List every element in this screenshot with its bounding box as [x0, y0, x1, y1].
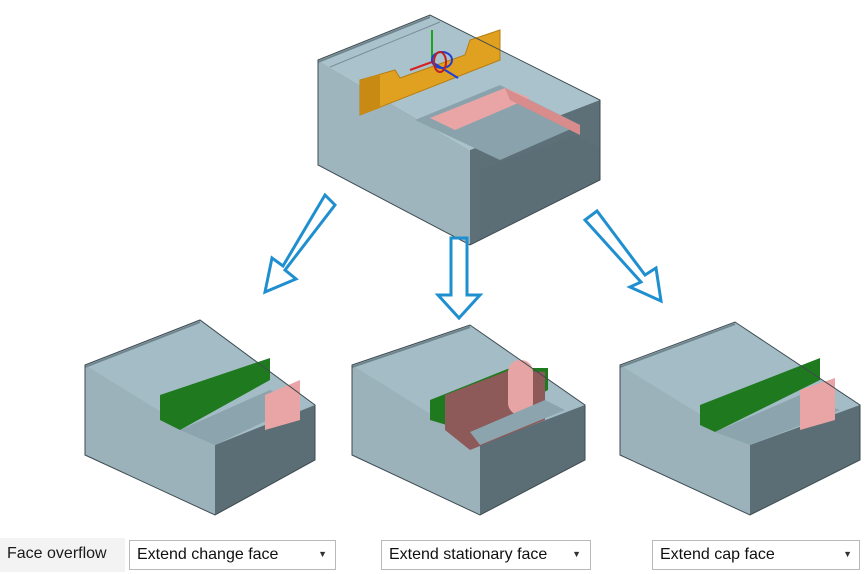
result-model-change-face: [84, 319, 316, 516]
dropdown-caret-icon[interactable]: ▼: [572, 549, 581, 559]
dropdown-caret-icon[interactable]: ▼: [843, 549, 852, 559]
dropdown-caret-icon[interactable]: ▼: [318, 549, 327, 559]
dropdown-value: Extend change face: [137, 546, 279, 563]
arrow-center: [434, 236, 484, 321]
arrow-right: [582, 208, 663, 304]
result-model-cap-face: [619, 321, 861, 516]
dropdown-value: Extend cap face: [660, 546, 775, 563]
arrow-left: [262, 192, 337, 295]
face-overflow-label: Face overflow: [7, 545, 107, 562]
source-model: [317, 14, 601, 246]
face-overflow-dropdown-change[interactable]: Extend change face ▼: [129, 540, 336, 570]
result-model-stationary-face: [351, 324, 586, 516]
move-gizmo-icon[interactable]: [409, 30, 459, 79]
face-overflow-dropdown-cap[interactable]: Extend cap face ▼: [652, 540, 860, 570]
dropdown-value: Extend stationary face: [389, 546, 548, 563]
face-overflow-dropdown-stationary[interactable]: Extend stationary face ▼: [381, 540, 591, 570]
face-overflow-label-bg: [0, 538, 125, 572]
